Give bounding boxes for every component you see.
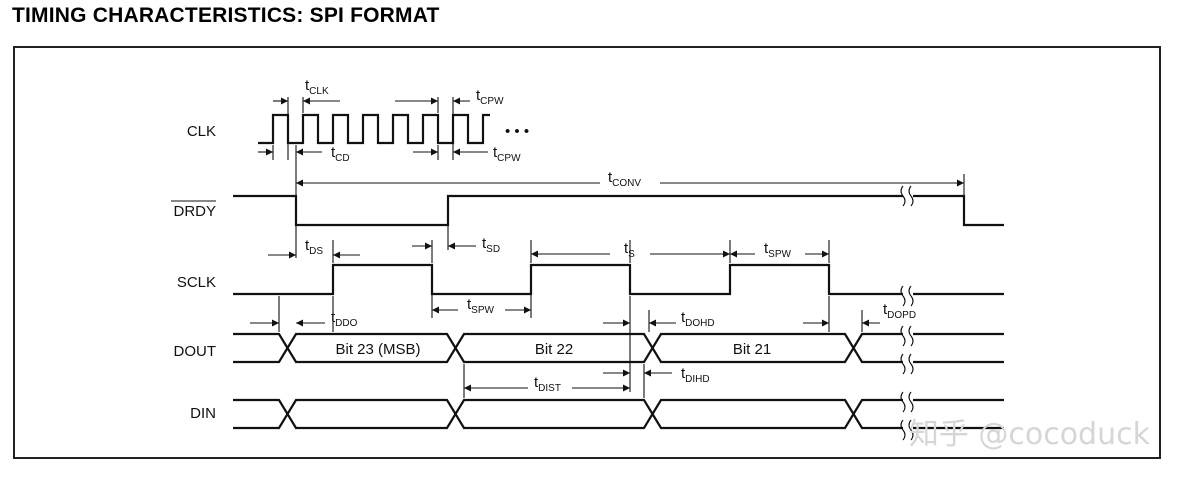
tconv-label: tCONV — [608, 169, 641, 189]
tdohd-label: tDOHD — [681, 309, 715, 329]
bit22-label: Bit 22 — [535, 341, 573, 358]
tspw-bottom-label: tSPW — [467, 296, 495, 316]
tdopd-label: tDOPD — [883, 301, 916, 321]
drdy-label: DRDY — [173, 203, 216, 220]
bit23-label: Bit 23 (MSB) — [335, 341, 420, 358]
timing-arrows — [250, 97, 964, 392]
tsd-label: tSD — [482, 235, 500, 255]
clk-waveform — [258, 113, 490, 145]
watermark-text: 知乎 @cocoduck — [909, 417, 1151, 452]
break-marks — [900, 185, 914, 441]
drdy-waveform — [233, 194, 1004, 227]
din-label: DIN — [190, 405, 216, 422]
tcpw-top-label: tCPW — [476, 87, 504, 107]
diagram-frame — [13, 46, 1161, 459]
tds-label: tDS — [305, 237, 323, 257]
dout-label: DOUT — [174, 343, 217, 360]
clk-label: CLK — [187, 123, 216, 140]
tdihd-label: tDIHD — [681, 365, 710, 385]
tcpw-bottom-label: tCPW — [493, 144, 521, 164]
tclk-label: tCLK — [305, 77, 329, 97]
tspw-top-label: tSPW — [764, 240, 792, 260]
ts-label: tS — [624, 240, 635, 260]
bit21-label: Bit 21 — [733, 341, 771, 358]
sclk-waveform — [233, 263, 1004, 296]
tddo-label: tDDO — [331, 309, 358, 329]
dout-bus — [233, 332, 1004, 364]
tdist-label: tDIST — [534, 374, 561, 394]
din-bus — [233, 398, 1004, 430]
page-title: TIMING CHARACTERISTICS: SPI FORMAT — [12, 4, 440, 27]
sclk-label: SCLK — [177, 274, 216, 291]
tcd-label: tCD — [331, 144, 350, 164]
clk-ellipsis: • • • — [505, 123, 529, 140]
